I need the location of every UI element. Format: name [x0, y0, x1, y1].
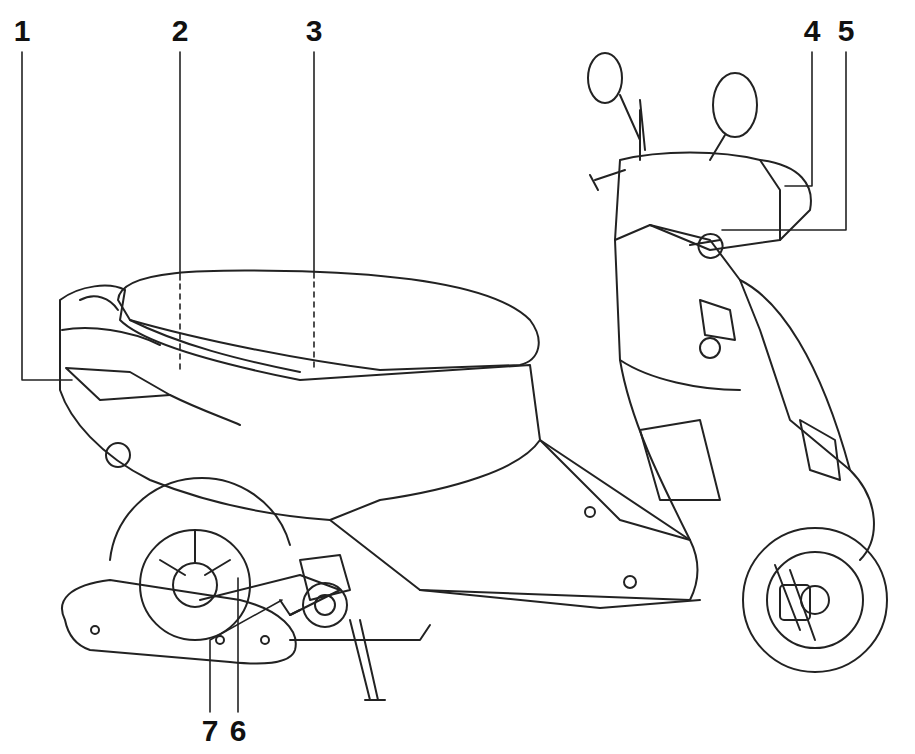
front-shield	[615, 225, 874, 560]
callout-number: 5	[838, 16, 855, 46]
engine	[280, 555, 430, 700]
body-panel	[60, 286, 540, 520]
callout-number: 2	[172, 16, 189, 46]
seat	[118, 270, 539, 372]
floorboard	[330, 440, 700, 608]
callout-number: 7	[202, 716, 219, 746]
leader-lines	[22, 52, 846, 712]
front-wheel	[743, 528, 887, 672]
callout-number: 3	[306, 16, 323, 46]
rear-wheel	[110, 478, 290, 640]
handlebar	[588, 53, 811, 258]
muffler	[62, 575, 340, 664]
callout-number: 6	[230, 716, 247, 746]
callout-number: 1	[14, 16, 31, 46]
callout-number: 4	[804, 16, 821, 46]
